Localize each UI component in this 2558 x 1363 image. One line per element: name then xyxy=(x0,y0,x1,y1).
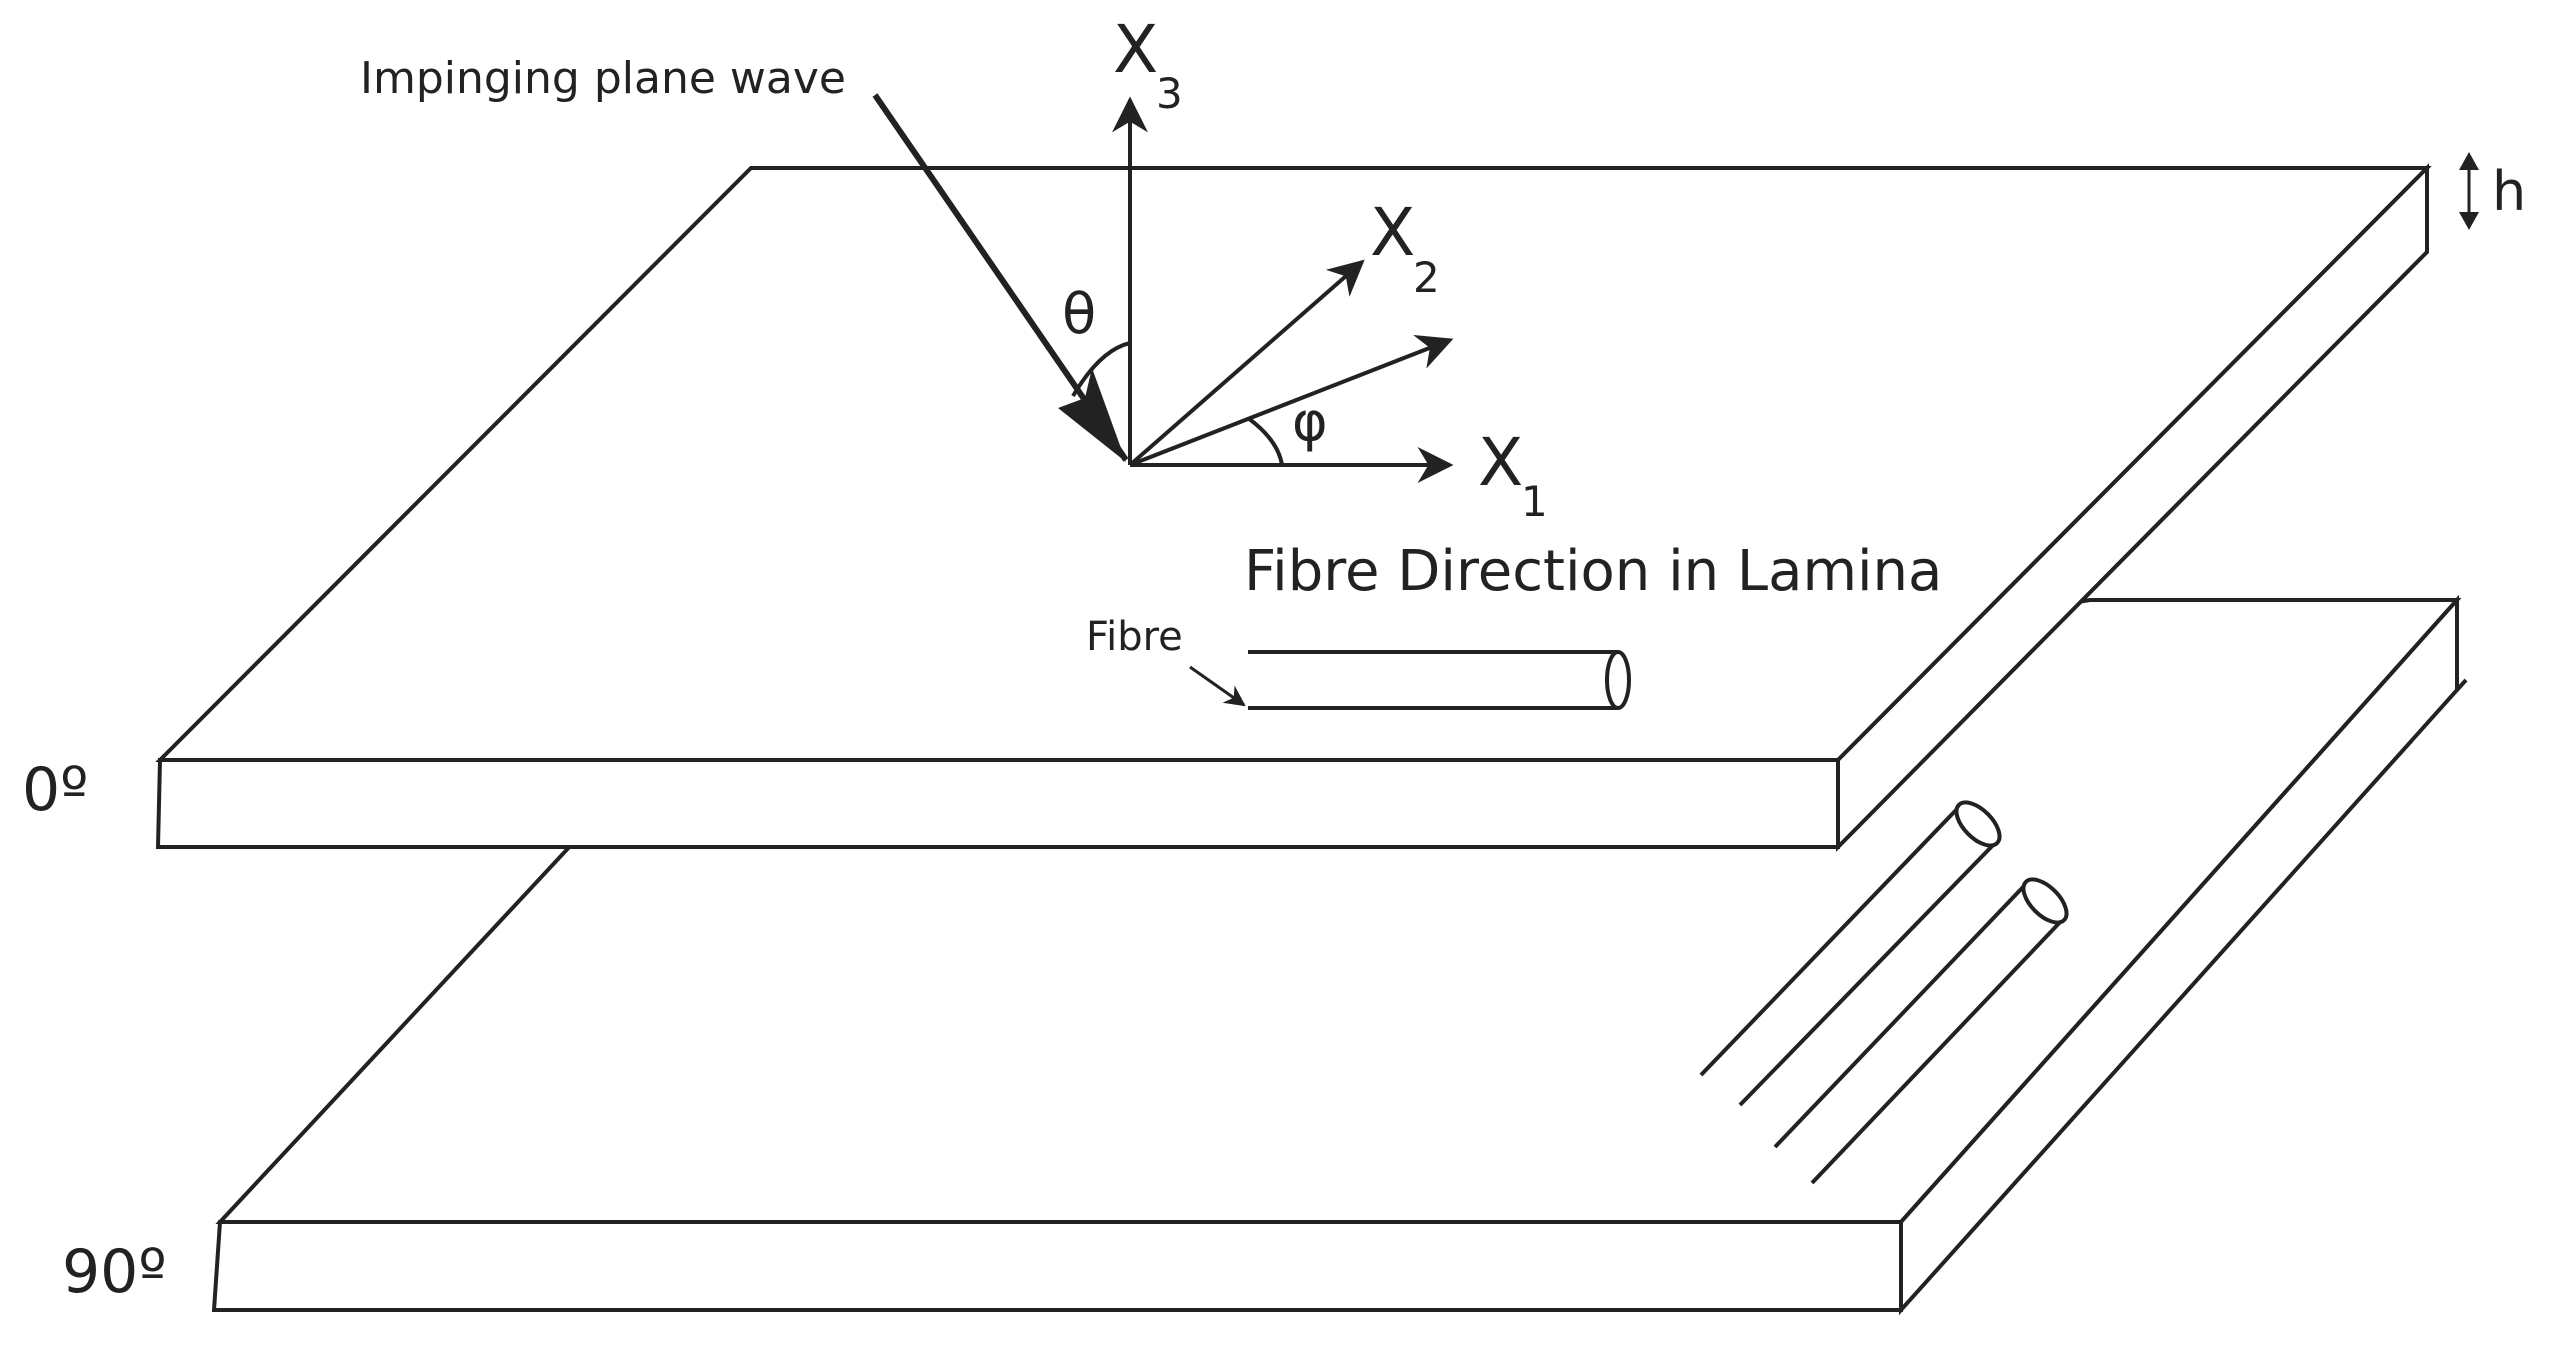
axes xyxy=(1071,96,1454,483)
x2-label: X 2 xyxy=(1370,194,1440,302)
impinging-wave-label: Impinging plane wave xyxy=(360,53,846,104)
top-lamina-fibre xyxy=(1248,650,1631,710)
phi-arc xyxy=(1246,416,1284,466)
bottom-lamina-fibre-1 xyxy=(1699,800,2002,1107)
fibre-label: Fibre xyxy=(1086,614,1183,660)
fibre-direction-label: Fibre Direction in Lamina xyxy=(1244,539,1942,604)
thickness-indicator xyxy=(2459,152,2479,230)
svg-text:X: X xyxy=(1478,424,1523,501)
thickness-label: h xyxy=(2492,160,2526,223)
svg-text:X: X xyxy=(1113,11,1158,88)
top-lamina-angle-label: 0º xyxy=(22,755,88,825)
x1-label: X 1 xyxy=(1478,424,1548,526)
impinging-wave-arrow xyxy=(872,93,1129,462)
fibre-direction-axis xyxy=(1129,335,1454,467)
svg-text:X: X xyxy=(1370,194,1415,271)
x3-label: X 3 xyxy=(1113,11,1183,118)
x2-axis xyxy=(1128,259,1365,467)
bottom-lamina-angle-label: 90º xyxy=(62,1237,167,1307)
theta-label: θ xyxy=(1062,282,1096,347)
svg-text:1: 1 xyxy=(1521,477,1548,526)
top-lamina-front-face xyxy=(155,758,1840,849)
phi-label: φ xyxy=(1292,390,1328,453)
bottom-lamina-front-face xyxy=(211,1220,1903,1312)
bottom-lamina-fibre-2 xyxy=(1773,877,2069,1185)
svg-text:3: 3 xyxy=(1156,69,1183,118)
fibre-label-leader xyxy=(1189,665,1246,707)
svg-text:2: 2 xyxy=(1413,253,1440,302)
